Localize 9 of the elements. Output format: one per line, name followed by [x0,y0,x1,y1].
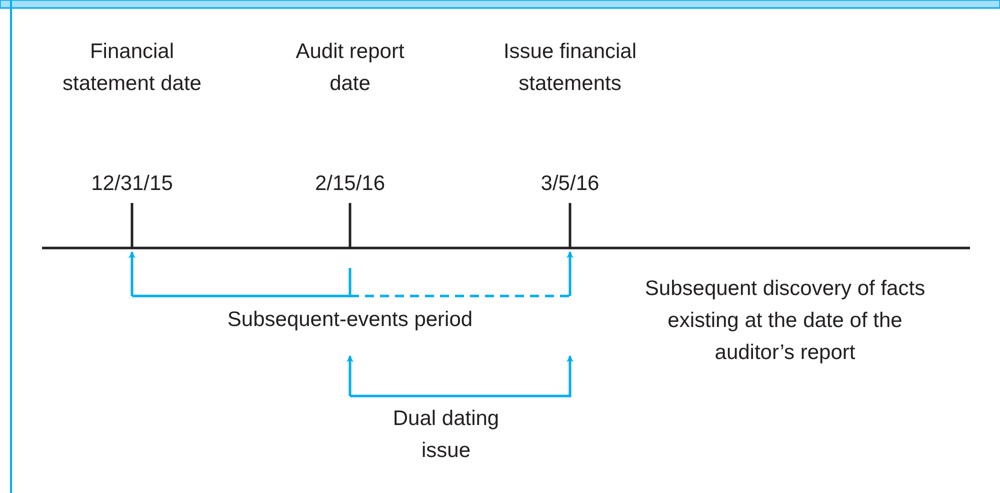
date-caption: Financial statement date [62,39,202,97]
date-label: 3/5/16 [540,171,600,197]
period-label: Dual dating issue [392,406,500,464]
period-label: Subsequent-events period [226,307,474,333]
date-caption: Audit report date [294,39,406,97]
date-caption: Issue financial statements [502,39,638,97]
date-label: 12/31/15 [90,171,174,197]
note-text: Subsequent discovery of facts existing at the date of the auditor’s report [644,276,926,366]
date-label: 2/15/16 [314,171,386,197]
